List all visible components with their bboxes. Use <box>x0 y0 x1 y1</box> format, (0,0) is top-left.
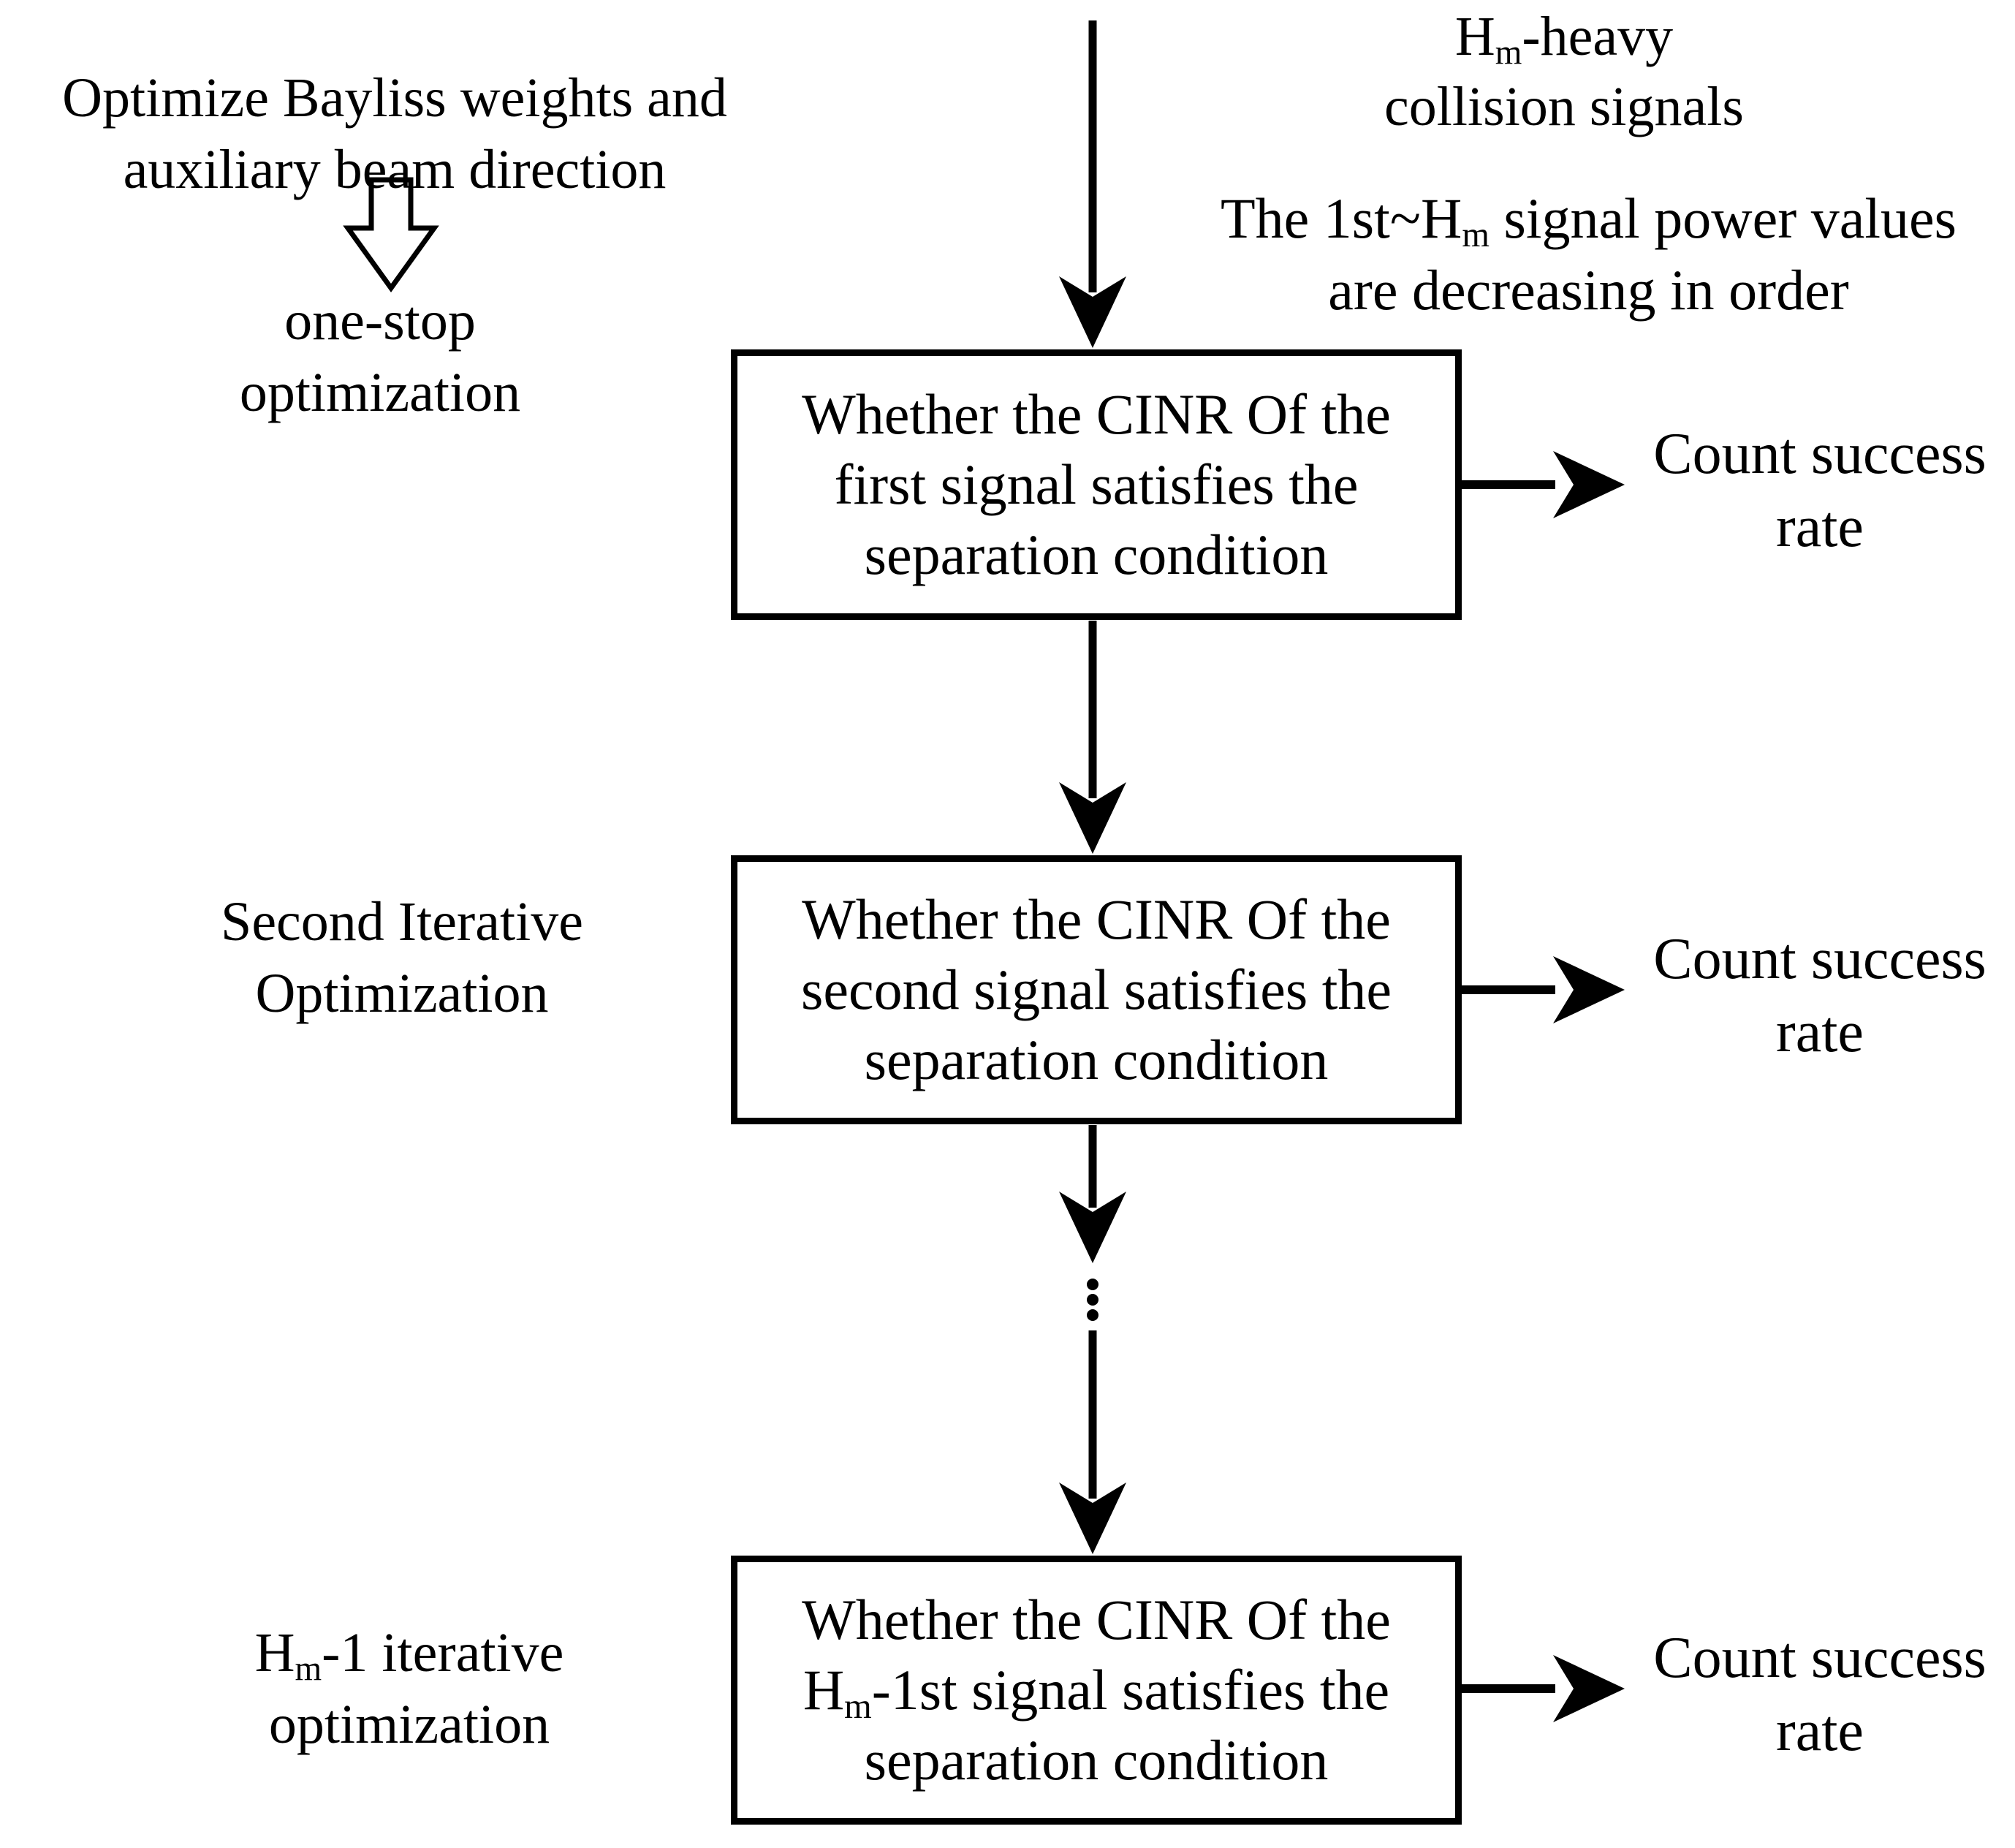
second-iterative-optimization-label: Second Iterative Optimization <box>73 886 731 1029</box>
label-line: The 1st~Hm signal power values <box>1221 186 1957 255</box>
down-arrow-into-ellipsis <box>1059 1125 1126 1263</box>
label-line: one-stop <box>284 290 476 352</box>
signal-power-note: The 1st~Hm signal power values are decre… <box>1162 183 2015 326</box>
optimize-weights-label: Optimize Bayliss weights and auxiliary b… <box>7 62 782 205</box>
down-arrow-into-box1 <box>1059 20 1126 348</box>
box-line: separation condition <box>864 1028 1329 1091</box>
down-arrow-into-box2 <box>1059 621 1126 854</box>
box-line: Whether the CINR Of the <box>802 1588 1391 1651</box>
label-line: Count success <box>1653 927 1986 991</box>
label-line: Count success <box>1653 422 1986 486</box>
count-success-rate-label: Count success rate <box>1630 417 2010 564</box>
label-line: are decreasing in order <box>1328 258 1849 322</box>
hm-1-iterative-optimization-label: Hm-1 iterative optimization <box>80 1617 738 1760</box>
hollow-down-arrow-icon <box>343 177 439 292</box>
box-line: separation condition <box>864 1728 1329 1792</box>
process-box-hm-1st-signal: Whether the CINR Of the Hm-1st signal sa… <box>731 1556 1462 1825</box>
one-stop-optimization-label: one-stop optimization <box>124 285 636 428</box>
box-line: Whether the CINR Of the <box>802 382 1391 446</box>
down-arrow-into-box3 <box>1059 1330 1126 1554</box>
label-line: Optimization <box>255 963 549 1024</box>
label-line: optimization <box>268 1694 550 1755</box>
label-line: Hm-1 iterative <box>254 1622 564 1688</box>
subscript-m: m <box>295 1649 322 1688</box>
subscript-m: m <box>844 1687 872 1727</box>
right-arrow-box1-count <box>1460 451 1625 518</box>
right-arrow-box2-count <box>1460 956 1625 1023</box>
process-box-first-signal: Whether the CINR Of the first signal sat… <box>731 349 1462 620</box>
box-line: Hm-1st signal satisfies the <box>802 1658 1390 1727</box>
label-line: Hm-heavy <box>1454 6 1674 72</box>
label-line: rate <box>1776 1699 1864 1763</box>
box-line: separation condition <box>864 523 1329 586</box>
count-success-rate-label: Count success rate <box>1630 1621 2010 1768</box>
vertical-ellipsis-icon <box>1087 1279 1098 1321</box>
label-line: optimization <box>239 362 521 423</box>
process-box-second-signal: Whether the CINR Of the second signal sa… <box>731 855 1462 1124</box>
right-arrow-box3-count <box>1460 1655 1625 1722</box>
subscript-m: m <box>1462 216 1490 255</box>
label-line: Optimize Bayliss weights and <box>62 67 727 129</box>
box-line: first signal satisfies the <box>834 452 1359 516</box>
label-line: rate <box>1776 1000 1864 1064</box>
subscript-m: m <box>1495 33 1522 72</box>
box-line: second signal satisfies the <box>801 958 1392 1021</box>
box-line: Whether the CINR Of the <box>802 887 1391 951</box>
label-line: Count success <box>1653 1626 1986 1690</box>
hm-heavy-collision-label: Hm-heavy collision signals <box>1242 1 1886 142</box>
label-line: rate <box>1776 495 1864 559</box>
label-line: auxiliary beam direction <box>123 139 667 200</box>
label-line: Second Iterative <box>221 891 583 953</box>
label-line: collision signals <box>1384 76 1744 137</box>
count-success-rate-label: Count success rate <box>1630 923 2010 1069</box>
